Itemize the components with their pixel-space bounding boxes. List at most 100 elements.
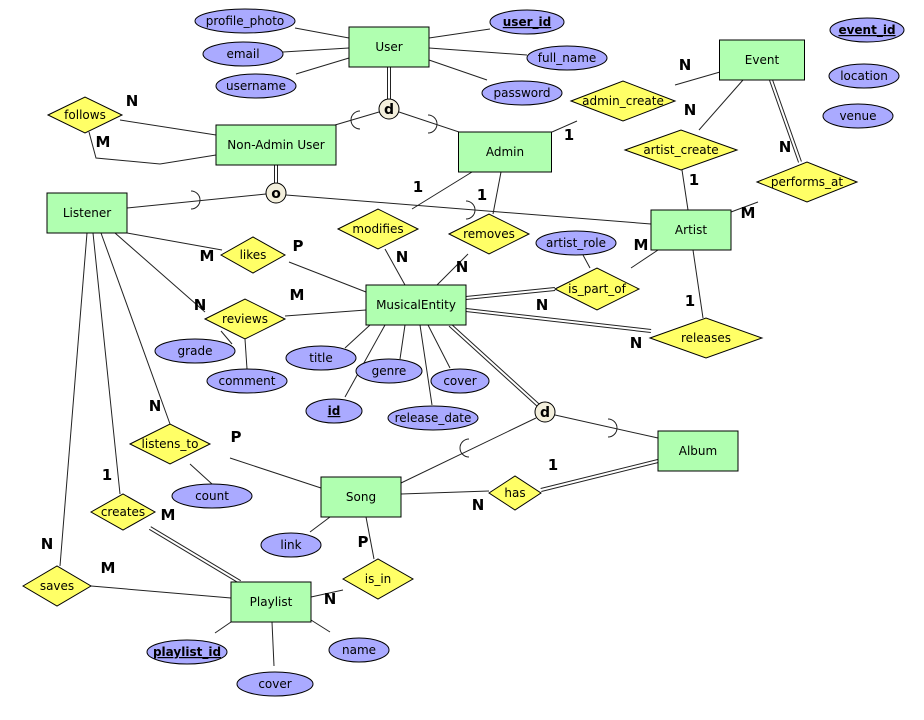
attribute-me_cover[interactable]: cover bbox=[430, 368, 490, 394]
connector-line bbox=[189, 463, 213, 485]
relationship-diamond bbox=[623, 129, 739, 171]
total-participation-line bbox=[769, 80, 800, 163]
relationship-releases[interactable]: releases bbox=[648, 317, 764, 359]
cardinality-label: N bbox=[126, 92, 139, 110]
attribute-label: user_id bbox=[503, 15, 551, 30]
attribute-artist_role[interactable]: artist_role bbox=[535, 230, 617, 256]
connector-line bbox=[400, 490, 490, 495]
connector-line bbox=[698, 79, 744, 131]
attribute-genre[interactable]: genre bbox=[355, 358, 423, 384]
entity-admin[interactable]: Admin bbox=[458, 131, 552, 173]
connector-line bbox=[492, 171, 502, 215]
total-participation-line bbox=[150, 526, 242, 582]
cardinality-label: 1 bbox=[102, 466, 112, 484]
connector-line bbox=[365, 516, 375, 560]
cardinality-label: N bbox=[472, 496, 485, 514]
attribute-label: grade bbox=[178, 344, 213, 358]
entity-playlist[interactable]: Playlist bbox=[230, 581, 312, 623]
relationship-label: likes bbox=[240, 248, 267, 262]
attribute-label: name bbox=[342, 643, 376, 657]
relationship-modifies[interactable]: modifies bbox=[336, 208, 420, 250]
cardinality-label: N bbox=[149, 397, 162, 415]
cardinality-label: M bbox=[741, 204, 756, 222]
relationship-label: admin_create bbox=[582, 94, 664, 108]
attribute-count[interactable]: count bbox=[171, 483, 253, 509]
relationship-listens_to[interactable]: listens_to bbox=[128, 423, 212, 465]
connector-line bbox=[220, 330, 233, 345]
attribute-title[interactable]: title bbox=[285, 345, 357, 371]
total-participation-line bbox=[465, 310, 651, 333]
entity-label: Playlist bbox=[250, 595, 293, 609]
attribute-label: username bbox=[226, 79, 286, 93]
relationship-is_part_of[interactable]: is_part_of bbox=[553, 267, 641, 311]
relationship-reviews[interactable]: reviews bbox=[203, 298, 287, 340]
attribute-comment[interactable]: comment bbox=[206, 368, 288, 394]
entity-album[interactable]: Album bbox=[657, 430, 739, 472]
entity-nonadmin[interactable]: Non-Admin User bbox=[215, 124, 337, 166]
specialization-symbol: o bbox=[271, 186, 281, 202]
attribute-pl_cover[interactable]: cover bbox=[236, 671, 314, 697]
relationship-creates[interactable]: creates bbox=[89, 493, 157, 531]
connector-lines bbox=[59, 27, 802, 667]
attribute-event_id[interactable]: event_id bbox=[829, 17, 905, 43]
entity-musical[interactable]: MusicalEntity bbox=[365, 284, 467, 326]
connector-line bbox=[582, 254, 591, 269]
subset-arc bbox=[427, 114, 438, 134]
entity-box bbox=[320, 476, 402, 518]
relationship-saves[interactable]: saves bbox=[22, 565, 92, 607]
attribute-password[interactable]: password bbox=[481, 80, 563, 106]
attribute-user_id[interactable]: user_id bbox=[489, 9, 565, 35]
entity-user[interactable]: User bbox=[348, 26, 430, 68]
entity-label: Admin bbox=[486, 145, 524, 159]
attribute-ellipse bbox=[355, 358, 423, 384]
relationship-artist_create[interactable]: artist_create bbox=[623, 129, 739, 171]
attribute-location[interactable]: location bbox=[828, 63, 900, 89]
entity-event[interactable]: Event bbox=[719, 39, 805, 81]
subset-arc bbox=[350, 110, 361, 130]
total-participation-line bbox=[466, 289, 556, 300]
attribute-grade[interactable]: grade bbox=[154, 338, 236, 364]
attribute-username[interactable]: username bbox=[215, 73, 297, 99]
attribute-ellipse bbox=[526, 45, 608, 71]
attribute-playlist_id[interactable]: playlist_id bbox=[146, 639, 228, 665]
attribute-full_name[interactable]: full_name bbox=[526, 45, 608, 71]
attribute-venue[interactable]: venue bbox=[822, 103, 894, 129]
cardinality-label: P bbox=[293, 237, 304, 255]
cardinality-label: 1 bbox=[548, 456, 558, 474]
relationship-diamond bbox=[648, 317, 764, 359]
entity-song[interactable]: Song bbox=[320, 476, 402, 518]
entity-label: Song bbox=[346, 490, 376, 504]
relationship-likes[interactable]: likes bbox=[219, 236, 287, 274]
attribute-label: venue bbox=[839, 109, 876, 123]
total-participation-line bbox=[466, 308, 652, 331]
attribute-name[interactable]: name bbox=[328, 637, 390, 663]
attribute-release_date[interactable]: release_date bbox=[387, 405, 479, 431]
relationship-admin_create[interactable]: admin_create bbox=[569, 80, 677, 122]
attribute-profile_photo[interactable]: profile_photo bbox=[194, 8, 296, 34]
connector-line bbox=[244, 338, 248, 370]
cardinality-label: M bbox=[200, 247, 215, 265]
connector-line bbox=[427, 324, 451, 369]
relationship-removes[interactable]: removes bbox=[447, 213, 531, 255]
relationship-diamond bbox=[89, 493, 157, 531]
subset-arc bbox=[190, 190, 201, 210]
relationship-diamond bbox=[128, 423, 212, 465]
connector-line bbox=[271, 621, 275, 667]
attribute-link[interactable]: link bbox=[260, 532, 322, 558]
entity-listener[interactable]: Listener bbox=[46, 192, 128, 234]
attribute-email[interactable]: email bbox=[202, 41, 284, 67]
attribute-ellipse bbox=[154, 338, 236, 364]
relationship-has[interactable]: has bbox=[488, 475, 542, 511]
cardinality-label: 1 bbox=[477, 186, 487, 204]
relationship-is_in[interactable]: is_in bbox=[341, 558, 415, 600]
relationship-follows[interactable]: follows bbox=[46, 96, 124, 134]
connector-line bbox=[295, 57, 350, 75]
attribute-ellipse bbox=[829, 17, 905, 43]
attribute-label: release_date bbox=[395, 411, 472, 425]
entity-artist[interactable]: Artist bbox=[650, 209, 732, 251]
attribute-id[interactable]: id bbox=[305, 398, 363, 424]
relationship-performs_at[interactable]: performs_at bbox=[755, 161, 859, 203]
connector-line bbox=[92, 232, 121, 495]
